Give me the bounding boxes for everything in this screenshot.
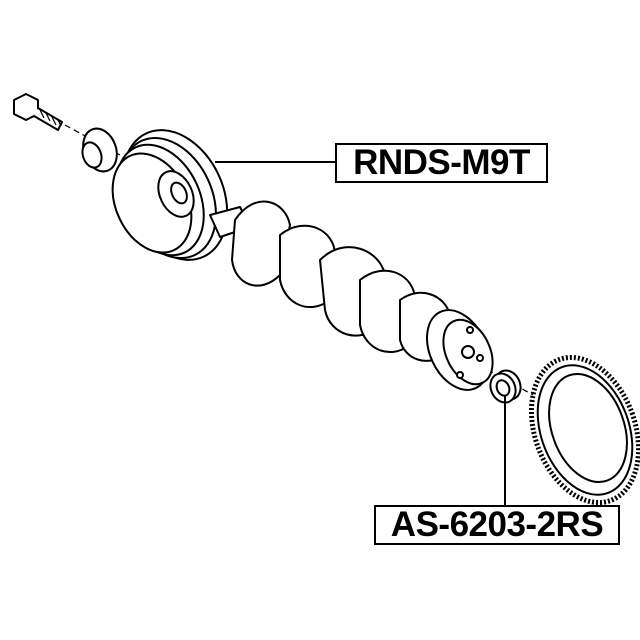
pulley-washer — [81, 127, 118, 173]
crankshaft — [209, 200, 494, 391]
crankshaft-pulley — [111, 129, 229, 261]
part-label-pulley[interactable]: RNDS-M9T — [335, 143, 548, 183]
pulley-bolt — [13, 93, 63, 131]
part-label-bearing[interactable]: AS-6203-2RS — [374, 505, 620, 545]
reluctor-ring — [528, 354, 640, 506]
pilot-bearing — [489, 369, 522, 404]
